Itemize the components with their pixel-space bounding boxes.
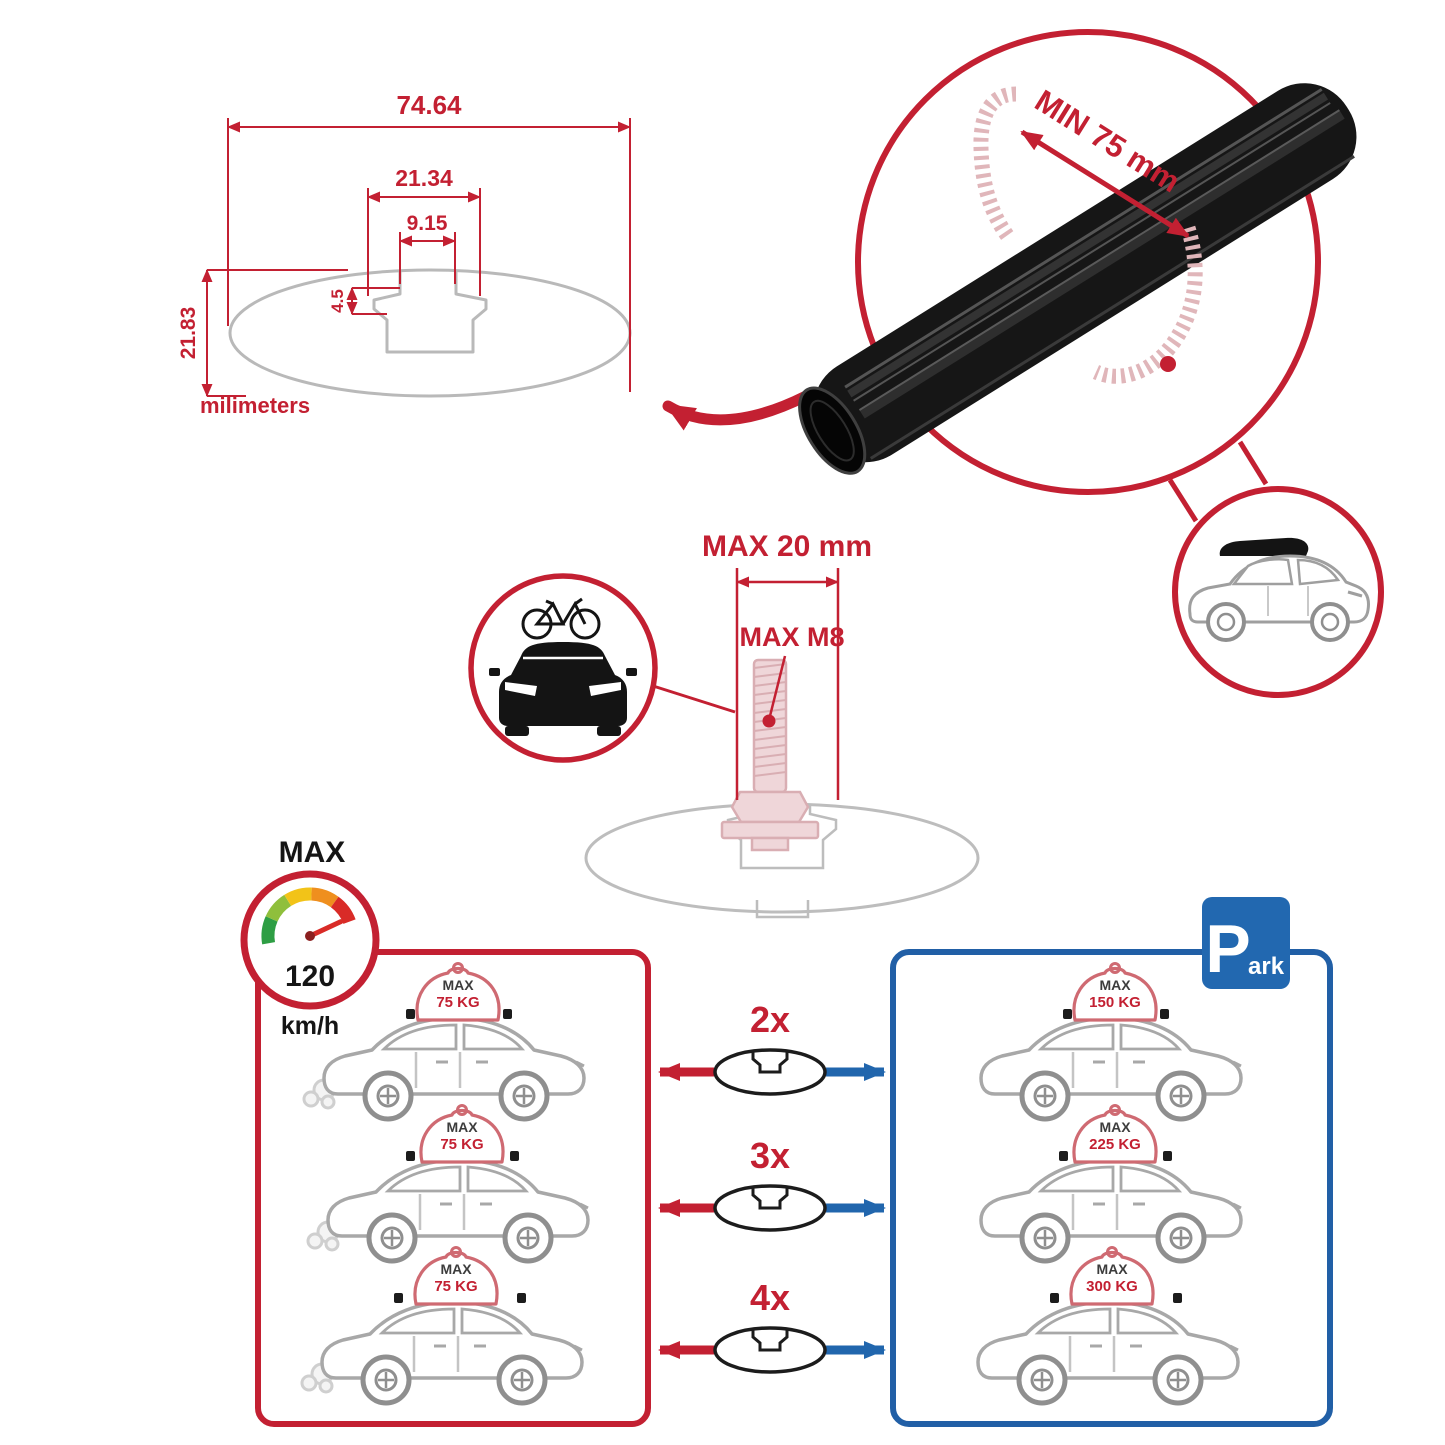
roof-load-weight: 75 KG <box>436 994 479 1011</box>
t-slot-channel-profile <box>372 272 488 354</box>
driving-car-row-3: MAX 75 KG <box>300 1245 582 1404</box>
crossbar-3d-detail: MIN 75 mm <box>798 29 1384 698</box>
crossbar-count-label: 2x <box>750 999 790 1040</box>
crossbar-3d <box>798 83 1357 475</box>
roof-load-max-label: MAX <box>440 1261 472 1277</box>
roof-load-weight: 75 KG <box>434 1278 477 1295</box>
speed-max-label: MAX <box>279 836 346 869</box>
roof-load-max-label: MAX <box>1099 1119 1131 1135</box>
speed-value: 120 <box>285 960 335 993</box>
roof-load-max-label: MAX <box>442 977 474 993</box>
roof-load-max-label: MAX <box>1099 977 1131 993</box>
crossbar-count-label: 4x <box>750 1277 790 1318</box>
dim-total-height-label: 21.83 <box>177 307 200 360</box>
clamp-strap-ghost-lower <box>1092 225 1203 384</box>
clamp-strap-ghost-upper <box>973 86 1017 243</box>
driving-car-row-2: MAX 75 KG <box>306 1103 588 1262</box>
crossbar-section-icon <box>713 1326 827 1374</box>
crossbar-section-icon <box>713 1184 827 1232</box>
driving-car-row-1: MAX 75 KG <box>302 961 584 1120</box>
roof-load-weight: 300 KG <box>1086 1278 1138 1295</box>
suv-with-roofbox-illustration <box>1188 537 1370 642</box>
parked-car-row-1: MAX 150 KG <box>981 961 1241 1120</box>
gauge-dial <box>261 887 356 945</box>
t-slot-channel-profile-small <box>726 806 838 870</box>
dim-channel-inner-label: 9.15 <box>407 212 448 235</box>
speed-limit-gauge: MAX 120 km/h <box>240 836 380 1040</box>
crossbar-section-icon <box>713 1048 827 1096</box>
car-with-bike-illustration <box>489 597 637 736</box>
mounting-bolt-ghost <box>720 658 820 852</box>
roof-load-max-label: MAX <box>1096 1261 1128 1277</box>
crossbar-section-outline <box>228 268 632 398</box>
roof-load-weight: 150 KG <box>1089 994 1141 1011</box>
parking-sign: P ark <box>1202 897 1290 989</box>
bicycle-icon <box>521 597 601 640</box>
roof-load-weight: 225 KG <box>1089 1136 1141 1153</box>
parking-sign-rest: ark <box>1248 953 1285 980</box>
parked-car-row-2: MAX 225 KG <box>981 1103 1241 1262</box>
clamp-point-dot <box>1160 356 1176 372</box>
speed-unit-label: km/h <box>281 1012 339 1040</box>
parking-sign-letter: P <box>1205 911 1250 987</box>
multiplier-row-3x: 3x <box>658 1135 886 1232</box>
max-bolt-length-label: MAX 20 mm <box>702 530 872 563</box>
roof-load-weight: 75 KG <box>440 1136 483 1153</box>
crossbar-cross-section-dimension-diagram: 74.64 21.34 9.15 4.5 21.83 milimeters <box>177 90 812 431</box>
multiplier-row-2x: 2x <box>658 999 886 1096</box>
parked-car-row-3: MAX 300 KG <box>978 1245 1238 1404</box>
units-label: milimeters <box>200 393 310 418</box>
dim-channel-outer-label: 21.34 <box>395 165 453 191</box>
clamp-foot-stub <box>755 900 810 919</box>
min-clamp-arrow <box>1020 129 1190 239</box>
dim-slot-depth-label: 4.5 <box>328 289 347 313</box>
load-capacity-section: P ark MAX 75 KG MAX 75 KG <box>240 836 1333 1427</box>
max-thread-label: MAX M8 <box>739 622 844 652</box>
suv-roofbox-callout <box>1172 486 1384 698</box>
roof-load-max-label: MAX <box>446 1119 478 1135</box>
callout-arrow-to-section <box>662 390 812 431</box>
dim-total-width-label: 74.64 <box>396 90 462 120</box>
bar-end-cap <box>798 386 867 475</box>
bike-car-callout <box>468 573 736 763</box>
thread-point-dot <box>762 714 776 728</box>
crossbar-count-label: 3x <box>750 1135 790 1176</box>
multiplier-row-4x: 4x <box>658 1277 886 1374</box>
bolt-spec-diagram: MAX 20 mm MAX M8 <box>468 530 980 919</box>
gauge-needle <box>307 919 344 939</box>
